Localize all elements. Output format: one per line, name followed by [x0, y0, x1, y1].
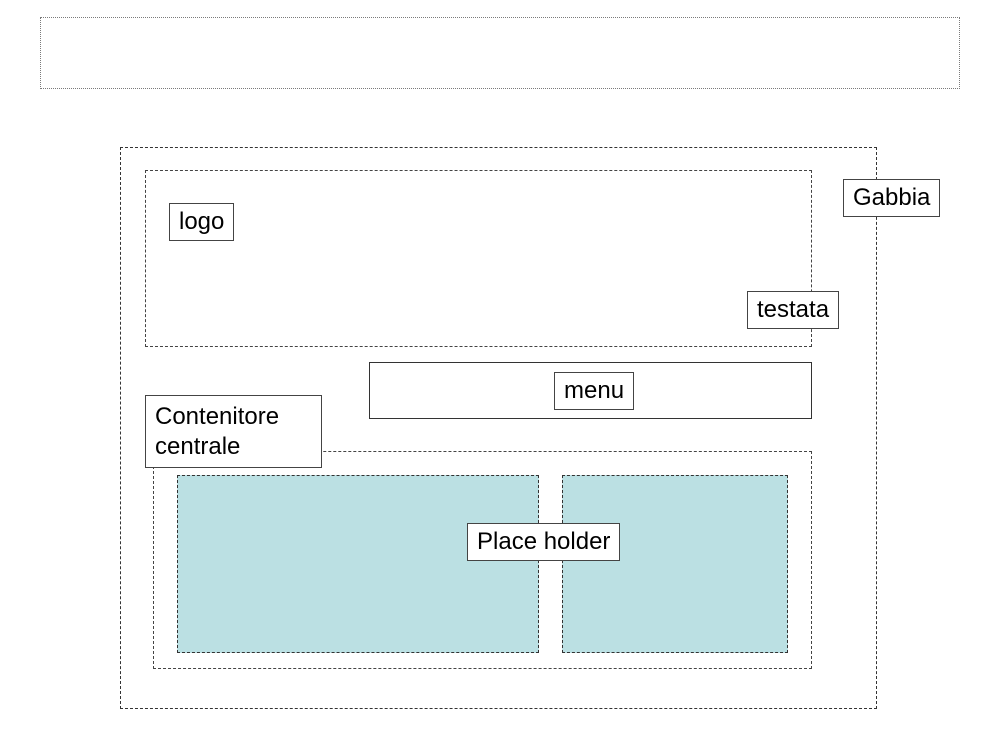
contenitore-centrale-label: Contenitore centrale: [145, 395, 322, 468]
placeholder-right-block: [562, 475, 788, 653]
place-holder-label: Place holder: [467, 523, 621, 561]
gabbia-container: [120, 147, 877, 709]
gabbia-label: Gabbia: [843, 179, 941, 217]
logo-label: logo: [169, 203, 235, 241]
contenitore-centrale-container: [153, 451, 812, 669]
top-banner-box: [40, 17, 960, 89]
testata-container: [145, 170, 812, 347]
placeholder-left-block: [177, 475, 539, 653]
menu-label: menu: [554, 372, 635, 410]
testata-label: testata: [747, 291, 840, 329]
